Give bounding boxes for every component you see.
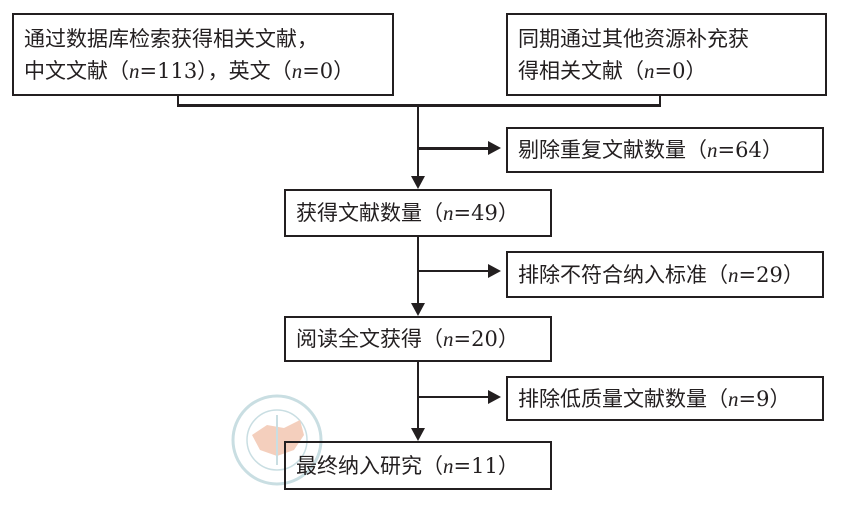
- box-text: 最终纳入研究（: [296, 453, 443, 478]
- database-search-box: 通过数据库检索获得相关文献，中文文献（n=113），英文（n=0）: [12, 13, 394, 96]
- duplicates-removed-box: 剔除重复文献数量（n=64）: [506, 127, 824, 173]
- n-symbol: n: [728, 386, 739, 411]
- n-symbol: n: [443, 327, 454, 351]
- arrow-right-icon: [488, 264, 501, 278]
- box-text: =113），英文（: [139, 58, 292, 83]
- box-text: 得相关文献（: [518, 58, 644, 83]
- excluded-criteria-box: 排除不符合纳入标准（n=29）: [506, 251, 824, 298]
- box-text: =0）: [302, 58, 355, 83]
- records-obtained-box: 获得文献数量（n=49）: [284, 189, 552, 237]
- box-text: 中文文献（: [24, 58, 129, 83]
- n-symbol: n: [707, 138, 718, 162]
- box-text: 排除低质量文献数量（: [518, 386, 728, 411]
- box-text: =64）: [717, 138, 783, 162]
- watermark-logo: [231, 394, 323, 486]
- connector-left: [177, 95, 179, 106]
- n-symbol: n: [129, 58, 140, 83]
- other-sources-box: 同期通过其他资源补充获得相关文献（n=0）: [506, 13, 827, 96]
- box-text: 排除不符合纳入标准（: [518, 262, 728, 287]
- box-text: 获得文献数量（: [296, 201, 443, 225]
- branch-line-1: [418, 147, 490, 150]
- box-text: =0）: [654, 58, 707, 83]
- box-text: =29）: [738, 262, 804, 287]
- box-text: 剔除重复文献数量（: [518, 138, 707, 162]
- n-symbol: n: [443, 453, 454, 478]
- connector-right: [659, 95, 661, 106]
- arrow-down-icon: [411, 303, 425, 316]
- branch-line-3: [418, 396, 490, 398]
- main-flow-line-1: [417, 106, 419, 178]
- n-symbol: n: [728, 262, 739, 287]
- connector-horizontal: [177, 104, 661, 107]
- box-text: =9）: [738, 386, 791, 411]
- branch-line-2: [418, 270, 490, 272]
- n-symbol: n: [644, 58, 655, 83]
- box-text: 阅读全文获得（: [296, 327, 443, 351]
- arrow-right-icon: [488, 141, 501, 155]
- box-text: =11）: [453, 453, 519, 478]
- box-text: =20）: [453, 327, 519, 351]
- arrow-down-icon: [411, 428, 425, 441]
- box-text: =49）: [453, 201, 519, 225]
- box-text: 通过数据库检索获得相关文献，: [24, 26, 318, 51]
- studies-included-box: 最终纳入研究（n=11）: [284, 441, 552, 490]
- low-quality-excluded-box: 排除低质量文献数量（n=9）: [506, 376, 824, 421]
- n-symbol: n: [291, 58, 303, 83]
- n-symbol: n: [443, 201, 454, 225]
- arrow-right-icon: [488, 390, 501, 404]
- arrow-down-icon: [411, 176, 425, 189]
- fulltext-read-box: 阅读全文获得（n=20）: [284, 316, 552, 362]
- box-text: 同期通过其他资源补充获: [518, 26, 749, 51]
